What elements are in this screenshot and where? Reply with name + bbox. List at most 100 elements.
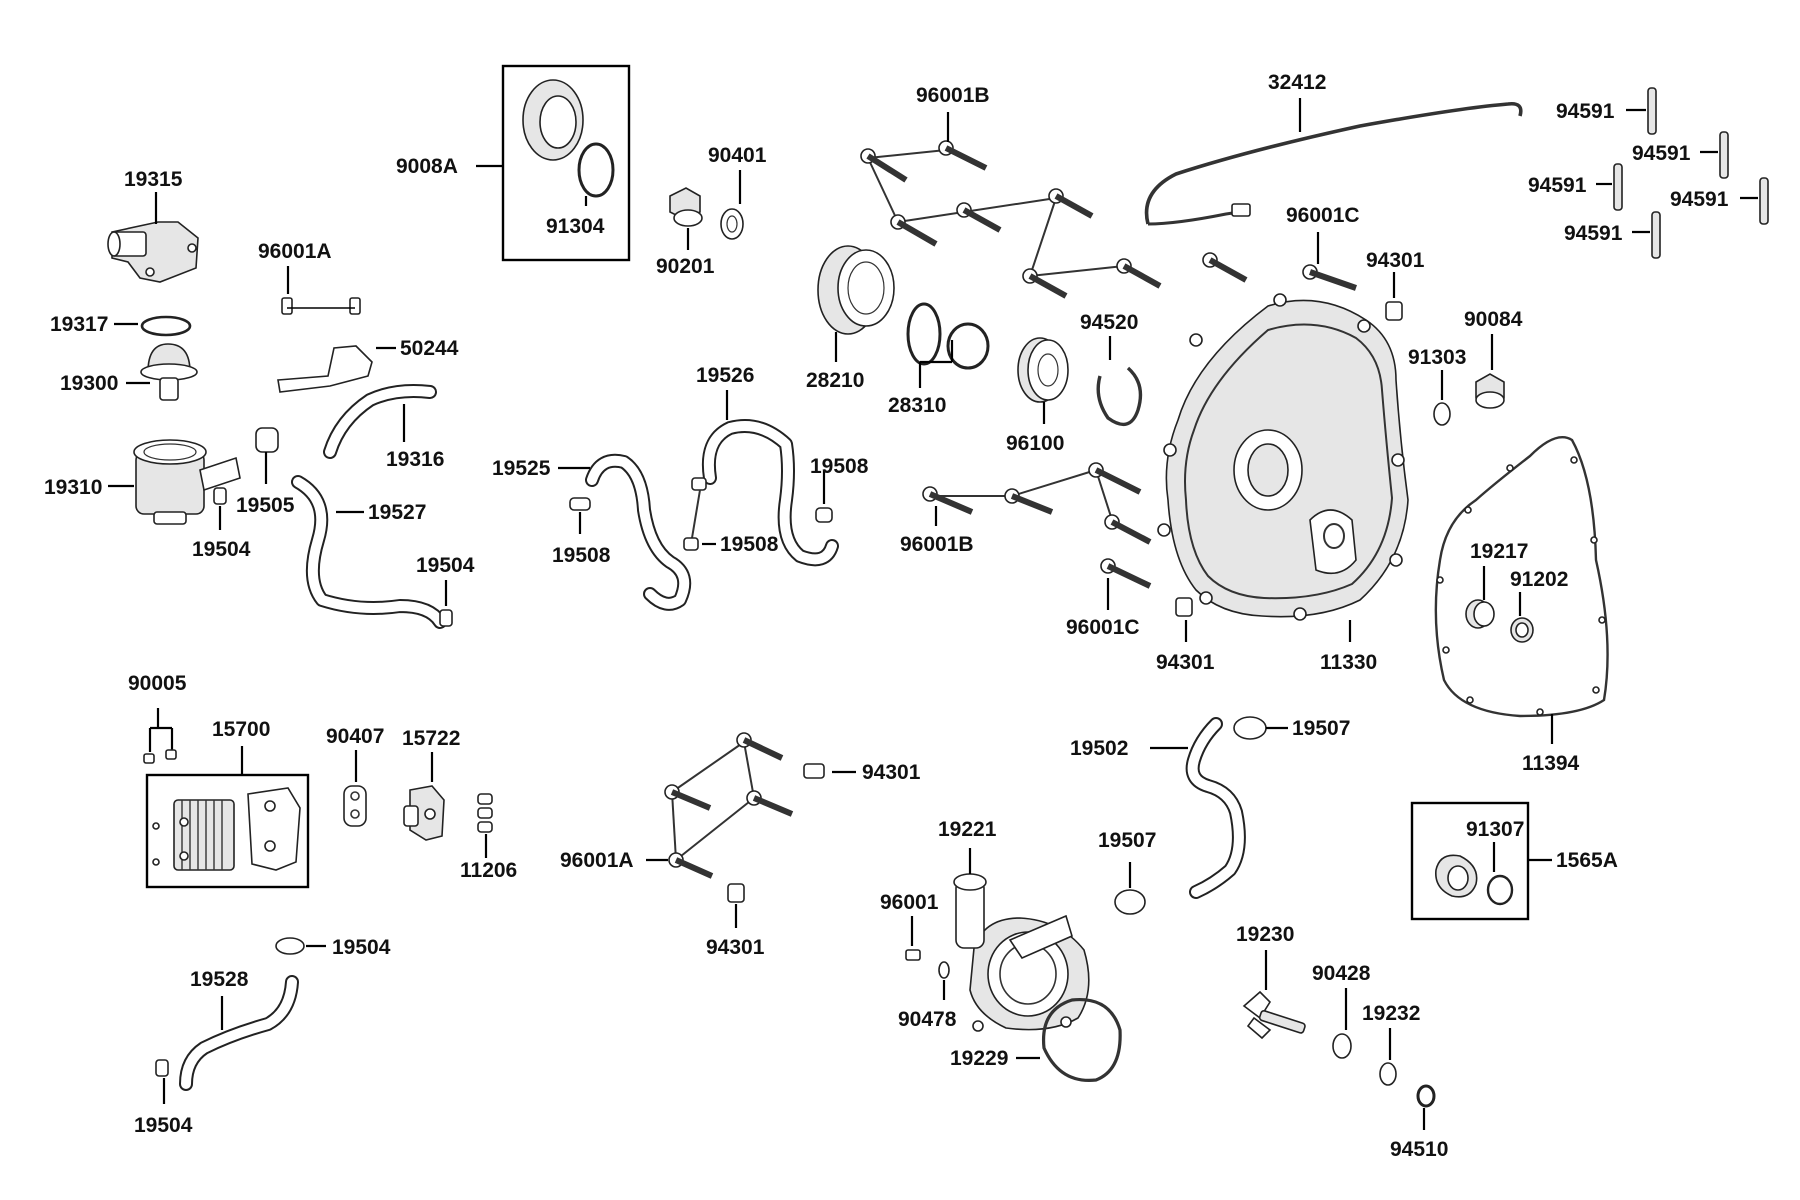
clamp-19507-b: 19507	[1098, 829, 1156, 915]
oil-cooler-box-15700: 15700	[145, 718, 310, 889]
clamp-19504-d: 19504	[134, 1059, 193, 1137]
label-19527: 19527	[368, 501, 426, 524]
label-90407: 90407	[326, 725, 384, 748]
hose-19525: 19525	[492, 453, 692, 611]
hose-19526: 19526	[696, 364, 839, 567]
clamp-19504-a: 19504	[192, 487, 251, 561]
label-19221: 19221	[938, 818, 997, 841]
label-32412: 32412	[1268, 71, 1326, 94]
label-19525: 19525	[492, 457, 551, 480]
label-19505: 19505	[236, 494, 295, 517]
crankcase-cover-11330: 11330	[1157, 293, 1409, 674]
label-19502: 19502	[1070, 737, 1128, 760]
label-96001A-top: 96001A	[258, 240, 332, 263]
label-90478: 90478	[898, 1008, 957, 1031]
thermostat-case-19310: 19310	[44, 439, 241, 525]
bolts-96001A-top: 96001A	[258, 240, 361, 315]
gasket-90407: 90407	[326, 725, 384, 827]
label-94591-1: 94591	[1556, 100, 1615, 123]
label-28310: 28310	[888, 394, 946, 417]
thermostat-housing-19315: 19315	[107, 168, 199, 283]
washer-90401: 90401	[708, 144, 767, 240]
washer-90478: 90478	[898, 961, 957, 1031]
hose-19527: 19527	[291, 475, 447, 629]
label-19232: 19232	[1362, 1002, 1420, 1025]
label-96001B-mid: 96001B	[900, 533, 974, 556]
label-94301-b: 94301	[706, 936, 765, 959]
label-96001B-top: 96001B	[916, 84, 990, 107]
label-19504-d: 19504	[134, 1114, 193, 1137]
plug-90084: 90084	[1464, 308, 1523, 409]
label-19504-c: 19504	[332, 936, 391, 959]
bolt-96001: 96001	[880, 891, 939, 961]
label-96100: 96100	[1006, 432, 1064, 455]
water-pump-cover-19221: 19221	[938, 818, 1090, 1032]
clamp-19504-b: 19504	[416, 554, 475, 627]
label-94520: 94520	[1080, 311, 1138, 334]
dowel-94301-b: 94301	[706, 883, 765, 959]
label-9008A: 9008A	[396, 155, 458, 178]
label-19315: 19315	[124, 168, 183, 191]
washer-91303: 91303	[1408, 346, 1466, 426]
label-94301-top: 94301	[1366, 249, 1425, 272]
bolts-96001B-top: 96001B	[860, 84, 1248, 299]
circlip-94510: 94510	[1390, 1084, 1448, 1161]
bracket-50244: 50244	[277, 337, 459, 393]
label-96001C-top: 96001C	[1286, 204, 1360, 227]
gasket-19229: 19229	[950, 997, 1122, 1082]
label-19528: 19528	[190, 968, 249, 991]
label-19508-b: 19508	[720, 533, 779, 556]
label-94510: 94510	[1390, 1138, 1448, 1161]
label-94591-2: 94591	[1632, 142, 1691, 165]
hose-19502: 19502	[1070, 717, 1246, 899]
bearing-96100: 96100	[1006, 337, 1069, 455]
label-96001C-mid: 96001C	[1066, 616, 1140, 639]
label-91202: 91202	[1510, 568, 1568, 591]
label-50244: 50244	[400, 337, 459, 360]
label-1565A: 1565A	[1556, 849, 1618, 872]
clamp-19508-c: 19508	[810, 455, 869, 523]
label-19508-a: 19508	[552, 544, 611, 567]
circlip-94520: 94520	[1080, 311, 1143, 427]
label-19316: 19316	[386, 448, 444, 471]
washer-90428: 90428	[1312, 962, 1371, 1059]
label-19230: 19230	[1236, 923, 1294, 946]
label-11206: 11206	[460, 859, 517, 882]
oilseal-91202: 91202	[1510, 568, 1568, 643]
label-91304: 91304	[546, 215, 605, 238]
label-19507-a: 19507	[1292, 717, 1350, 740]
label-19310: 19310	[44, 476, 102, 499]
label-11330: 11330	[1320, 651, 1377, 674]
label-28210: 28210	[806, 369, 864, 392]
label-94301-mid: 94301	[1156, 651, 1215, 674]
label-90428: 90428	[1312, 962, 1371, 985]
nut-90201: 90201	[656, 187, 715, 278]
hose-19528: 19528	[179, 968, 299, 1091]
label-96001A-low: 96001A	[560, 849, 634, 872]
clamp-19508-b: 19508	[683, 477, 779, 556]
dowel-94301-a: 94301	[803, 761, 921, 784]
label-19508-c: 19508	[810, 455, 869, 478]
clamp-19505: 19505	[236, 427, 295, 517]
kit-box-1565A: 91307 1565A	[1410, 801, 1618, 921]
label-19526: 19526	[696, 364, 754, 387]
label-90201: 90201	[656, 255, 715, 278]
label-11394: 11394	[1522, 752, 1580, 775]
seal-28210: 28210	[806, 245, 895, 392]
label-96001: 96001	[880, 891, 939, 914]
impeller-19230: 19230	[1236, 923, 1306, 1040]
label-19300: 19300	[60, 372, 118, 395]
label-19317: 19317	[50, 313, 108, 336]
harness-32412: 32412	[1144, 71, 1523, 226]
dowel-94301-top: 94301	[1366, 249, 1425, 321]
label-90005: 90005	[128, 672, 187, 695]
screws-90005: 90005	[128, 672, 187, 764]
label-19504-b: 19504	[416, 554, 475, 577]
label-94301-a: 94301	[862, 761, 921, 784]
label-90084: 90084	[1464, 308, 1523, 331]
clamp-19508-a: 19508	[552, 497, 611, 567]
label-19229: 19229	[950, 1047, 1008, 1070]
hose-19316: 19316	[323, 384, 444, 471]
bolt-96001C-top: 96001C	[1286, 204, 1360, 291]
